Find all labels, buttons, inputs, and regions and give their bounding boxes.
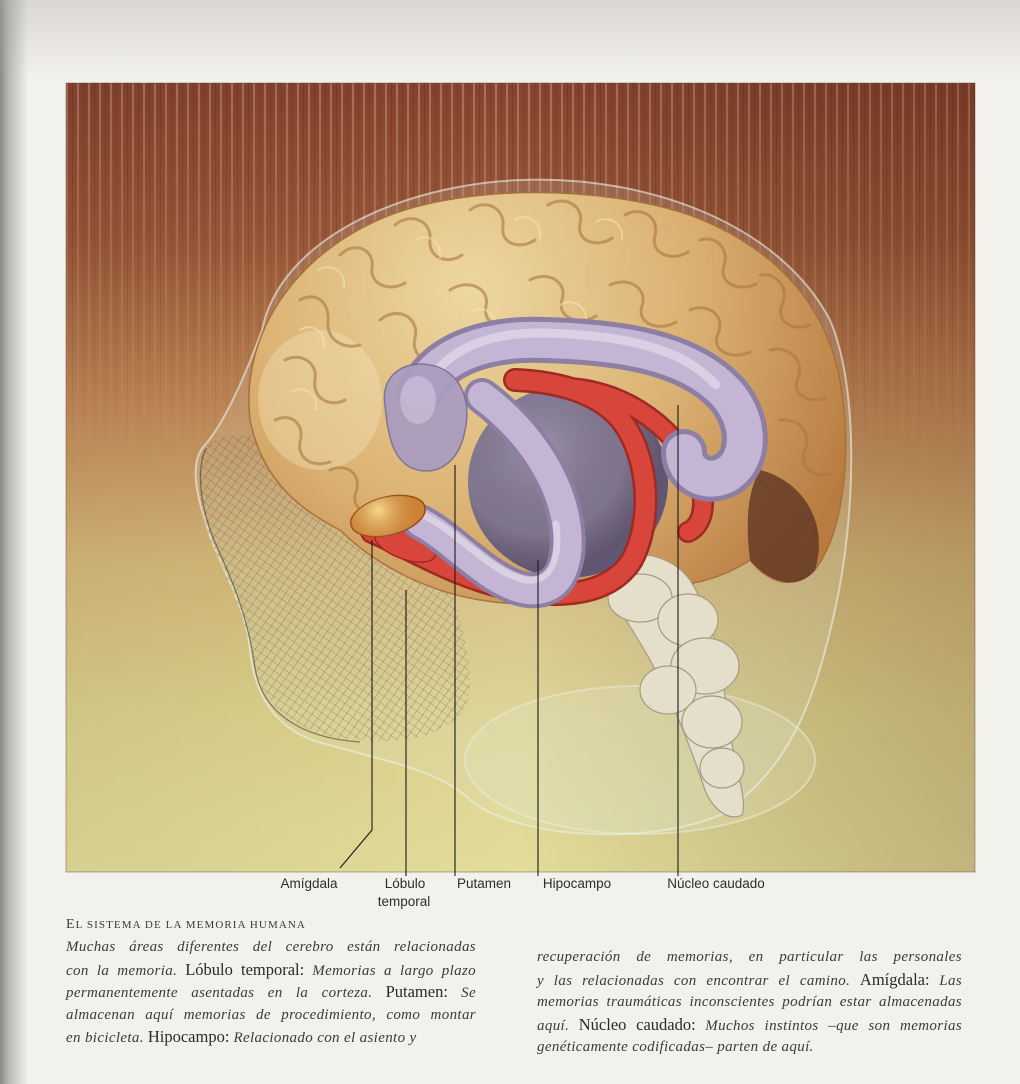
caption-text: genéticamente codificadas– parten de aqu… (537, 1039, 814, 1055)
term-putamen: Putamen: (386, 982, 448, 1001)
caption-text: almacenan aquí memorias de procedimiento… (66, 1007, 476, 1023)
caption-line: Muchas áreas diferentes del cerebro está… (66, 936, 476, 959)
label-temporal-lobe-line2: temporal (378, 894, 431, 910)
term-caudate-nucleus: Núcleo caudado: (579, 1015, 696, 1034)
cerebellum-lobe (700, 748, 744, 788)
label-amygdala: Amígdala (280, 876, 337, 892)
caption-text: y las relacionadas con encontrar el cami… (537, 973, 850, 989)
caption-left-column: Muchas áreas diferentes del cerebro está… (66, 936, 476, 1049)
caption-text: memorias traumáticas inconscientes podrí… (537, 994, 962, 1010)
caption-text: recuperación de memorias, en particular … (537, 949, 962, 965)
label-caudate-nucleus: Núcleo caudado (667, 876, 765, 892)
caption-text: permanentemente asentadas en la corteza. (66, 985, 372, 1001)
caption-line: memorias traumáticas inconscientes podrí… (537, 991, 962, 1014)
label-hippocampus: Hipocampo (543, 876, 611, 892)
caption-text: Relacionado con el asiento y (233, 1030, 416, 1046)
label-putamen: Putamen (457, 876, 511, 892)
caption-right-column: recuperación de memorias, en particular … (537, 946, 962, 1059)
term-amygdala: Amígdala: (860, 970, 930, 989)
caption-text: Muchas áreas diferentes del cerebro está… (66, 939, 476, 955)
caption-line: genéticamente codificadas– parten de aqu… (537, 1036, 962, 1059)
caption-line: con la memoria. Lóbulo temporal: Memoria… (66, 959, 476, 982)
term-hippocampus: Hipocampo: (148, 1027, 230, 1046)
caption-text: en bicicleta. (66, 1030, 144, 1046)
caption-text: Memorias a largo plazo (312, 963, 476, 979)
caption-heading: EL SISTEMA DE LA MEMORIA HUMANA (66, 917, 306, 933)
caption-text: con la memoria. (66, 963, 177, 979)
caption-text: aquí. (537, 1018, 569, 1034)
cerebellum-lobe (682, 696, 742, 748)
caption-text: Las (939, 973, 962, 989)
caption-line: en bicicleta. Hipocampo: Relacionado con… (66, 1026, 476, 1049)
caption-line: permanentemente asentadas en la corteza.… (66, 981, 476, 1004)
caption-line: y las relacionadas con encontrar el cami… (537, 969, 962, 992)
caption-text: Muchos instintos –que son memorias (705, 1018, 962, 1034)
caption-line: recuperación de memorias, en particular … (537, 946, 962, 969)
caption-text: Se (461, 985, 476, 1001)
caption-line: almacenan aquí memorias de procedimiento… (66, 1004, 476, 1027)
caption-line: aquí. Núcleo caudado: Muchos instintos –… (537, 1014, 962, 1037)
caudate-head-highlight (400, 376, 436, 424)
frontal-lobe-highlight (258, 330, 382, 470)
figure-artwork (66, 83, 975, 872)
label-temporal-lobe-line1: Lóbulo (385, 876, 426, 892)
term-temporal-lobe: Lóbulo temporal: (185, 960, 304, 979)
